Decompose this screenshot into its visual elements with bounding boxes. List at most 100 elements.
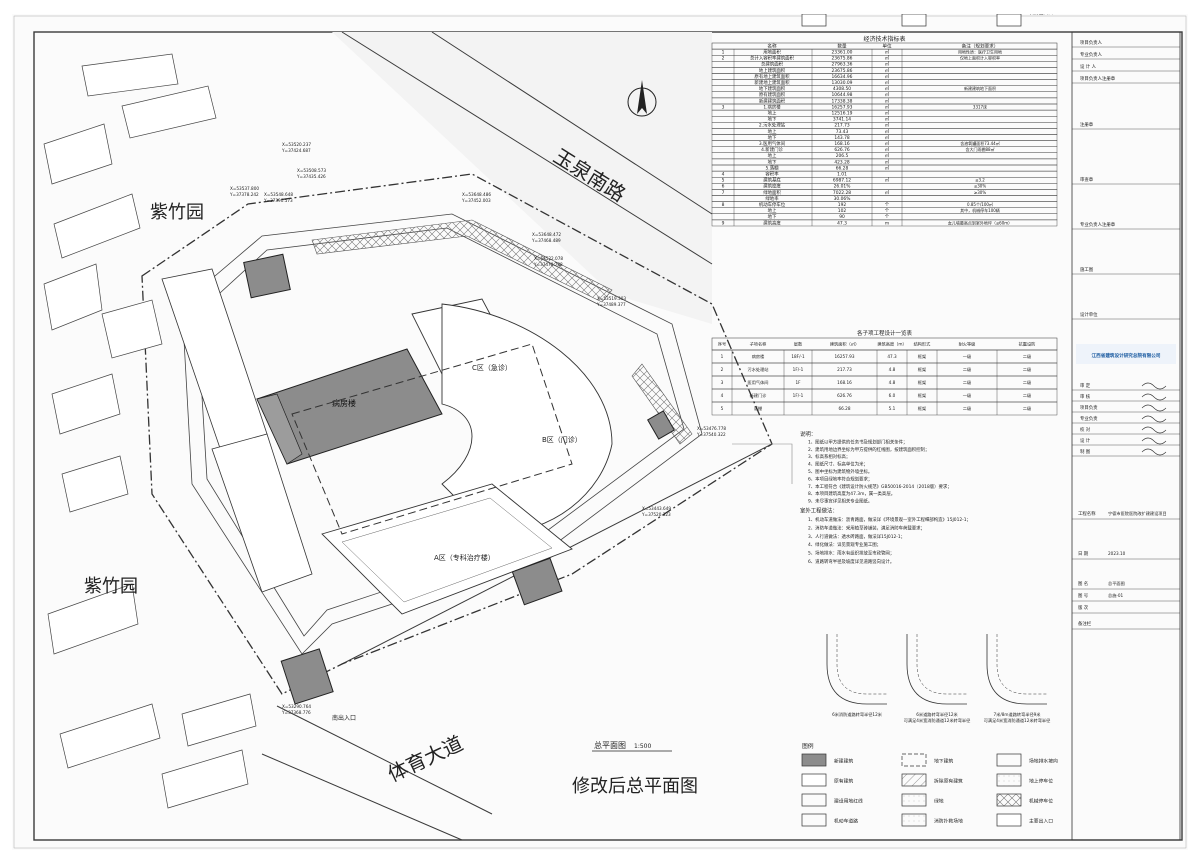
- legend-symbol: [996, 793, 1022, 807]
- sub-table-cell: 污水处理站: [748, 366, 769, 373]
- sub-table-cell: 落棚: [754, 405, 762, 412]
- sub-table-cell: 47.3: [887, 354, 897, 359]
- tech-table-cell: 女儿墙最高点到室外地坪（≤60m）: [948, 219, 1012, 225]
- sub-table-cell: 新建门诊: [750, 392, 768, 399]
- tech-table-row: [711, 170, 1058, 178]
- sub-table-cell: 病房楼: [752, 353, 765, 360]
- sign-row-label: 审 定: [1080, 382, 1091, 389]
- signature-mark: [1141, 404, 1167, 412]
- tech-table-cell: 4308.50: [833, 86, 851, 92]
- sub-table-cell: 框架: [918, 353, 926, 360]
- road-south-label: 体育大道: [384, 731, 467, 787]
- tech-table-cell: ㎡: [885, 91, 890, 98]
- sub-table-cell: 4.8: [889, 367, 896, 372]
- tech-table-cell: 地下建筑面积: [759, 85, 786, 92]
- tech-table-cell: ㎡: [885, 110, 890, 117]
- tech-table-cell: 容积率: [765, 171, 779, 178]
- tech-table-cell: 绿地面积: [763, 189, 781, 196]
- turn-radius-caption: 7米/8m道路转弯半径9米: [994, 711, 1042, 718]
- title-field-value: 总平面图: [1108, 580, 1125, 587]
- tech-table-cell: 3317床: [973, 103, 987, 109]
- signature-mark: [1141, 415, 1167, 423]
- tech-table-cell: 5.落棚: [766, 164, 780, 171]
- sub-table-cell: 1: [721, 354, 724, 359]
- legend-symbol: [901, 773, 927, 787]
- sign-row-label: 审 核: [1080, 393, 1091, 400]
- turn-radius-curve: [906, 634, 967, 705]
- tech-table-cell: 12516.19: [832, 111, 853, 117]
- turn-radius-caption: 6米道路转弯半径12米: [916, 711, 958, 718]
- note-line: 9、未尽事宜详见相关专业图纸。: [808, 498, 872, 505]
- tech-table-title: 经济技术指标表: [863, 35, 905, 43]
- note-line: 6、本项目绿地率符合规划要求；: [808, 475, 872, 482]
- title-field-label: 图 号: [1078, 593, 1089, 599]
- tech-table-cell: ㎡: [885, 158, 890, 165]
- sub-table-cell: 5: [721, 406, 724, 411]
- legend-label: 主要出入口: [1029, 818, 1053, 825]
- title-block-row-label: 项目负责人: [1080, 39, 1103, 46]
- coordinate-text: Y=37378.242: [229, 192, 259, 197]
- sign-row-label: 项目负责: [1080, 404, 1098, 411]
- coordinate-labels: X=53520.237Y=37424.687X=53508.573Y=37435…: [229, 142, 726, 715]
- tech-table-cell: 总计入容积率建筑面积: [750, 55, 795, 62]
- legend-label: 拆除原有建筑: [934, 778, 963, 785]
- tech-table-cell: 90: [839, 214, 845, 220]
- notes-heading-2: 室外工程做法：: [800, 507, 838, 515]
- tech-table-cell: 192: [838, 202, 847, 208]
- tech-table-cell: 1: [722, 50, 725, 56]
- tech-table-cell: 地下: [768, 158, 777, 165]
- tech-table-cell: 建筑基底: [763, 177, 781, 184]
- tech-table-cell: 新建建筑地下面积: [964, 85, 996, 91]
- tech-table-cell: 23675.86: [832, 56, 853, 62]
- tech-table-cell: 地上建筑面积: [759, 67, 786, 74]
- sub-table-cell: 16257.93: [835, 354, 855, 359]
- tech-table-cell: 26.01%: [834, 184, 851, 190]
- note-line: 5、场地排水：雨水有组织排放至市政管网；: [808, 550, 894, 557]
- legend-symbol: [901, 793, 927, 807]
- title-field-value: 宁德市医院医院改扩建建设项目: [1108, 510, 1167, 517]
- coordinate-text: Y=37368.776: [281, 710, 311, 715]
- tech-table-row: [711, 195, 1058, 202]
- tech-table-cell: ≥30%: [974, 190, 986, 195]
- sub-table-cell: 18F/-1: [791, 354, 805, 359]
- signature-mark: [1141, 448, 1167, 456]
- note-line: 3、标高系相对标高；: [808, 453, 850, 460]
- site-plan-drawing: 玉泉南路 体育大道 紫竹园 紫竹园 C区（急诊） B区（门诊） A区（专科治疗楼…: [13, 9, 1187, 849]
- tech-table-cell: 23361.00: [832, 50, 853, 56]
- zone-b-label: B区（门诊）: [542, 435, 582, 444]
- tech-table-cell: ㎡: [885, 67, 890, 74]
- scale-label: 总平面图: [594, 740, 626, 750]
- title-field-label: 备注栏: [1078, 620, 1092, 627]
- note-line: 3、人行道做法：透水砖路面，做法详15J012-1；: [808, 533, 905, 540]
- legend-title: 图例: [802, 742, 814, 750]
- tech-table-cell: 423.28: [834, 159, 850, 165]
- sign-row-label: 校 对: [1080, 426, 1091, 433]
- tech-table-cell: 8: [722, 202, 725, 208]
- tech-table-cell: 用地面积: [763, 49, 781, 56]
- legend-label: 次要出入口: [1029, 14, 1053, 16]
- note-line: 6、道路转弯半径及坡度详见道路竖向设计。: [808, 558, 894, 565]
- tech-table-cell: ㎡: [885, 55, 890, 62]
- legend-symbol: [996, 13, 1022, 27]
- sub-table-cell: 二级: [1023, 392, 1032, 399]
- title-block-row-label: 专业负责人: [1080, 51, 1103, 58]
- tech-table-cell: 7022.28: [833, 190, 851, 196]
- coordinate-text: X=53443.649: [642, 506, 671, 511]
- tech-table-cell: 地上: [768, 207, 777, 214]
- tech-table-header-cell: 名称: [767, 43, 777, 50]
- company-banner: [1076, 344, 1176, 364]
- legend-symbol: [996, 753, 1022, 767]
- tech-table-cell: 0.85个/100㎡: [967, 201, 993, 207]
- notes-block: 说明：1、图纸以甲方提供的任务书及规划部门相关条件；2、建筑用地边界坐标为甲方提…: [800, 430, 971, 565]
- legend-symbol: [801, 13, 827, 27]
- sub-table-header-cell: 耐火等级: [959, 341, 977, 348]
- tech-table-cell: 绿地率: [765, 195, 779, 202]
- sub-table-cell: 二级: [1023, 379, 1032, 386]
- tech-table-cell: 23675.86: [832, 68, 853, 74]
- tech-table-cell: 机动车停车位: [759, 201, 786, 208]
- title-block-row-label: 设计单位: [1080, 311, 1098, 318]
- tech-table-header-cell: 备注（规划要求）: [962, 43, 999, 50]
- coordinate-text: Y=37452.003: [461, 198, 491, 203]
- tech-table-cell: ㎡: [885, 116, 890, 123]
